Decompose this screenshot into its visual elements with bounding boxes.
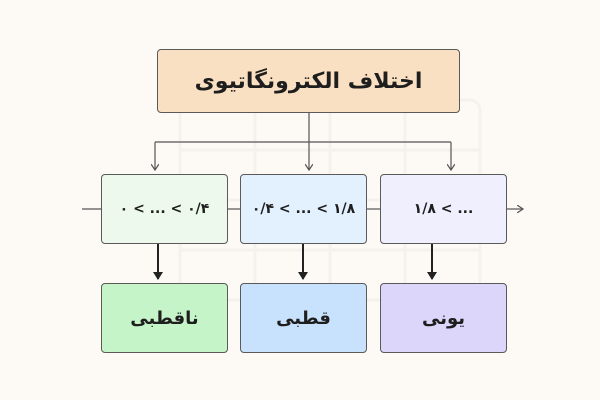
category-label-polar: قطبی [276,307,331,329]
category-label-nonpolar: ناقطبی [130,307,199,329]
range-text-ionic: ۱/۸ < ... [413,201,474,217]
range-text-polar: ۰/۴ < ... < ۱/۸ [251,201,356,217]
category-box-nonpolar: ناقطبی [101,283,228,353]
range-text-nonpolar: ۰ < ... < ۰/۴ [119,201,210,217]
range-box-ionic: ۱/۸ < ... [380,174,507,244]
title-text: اختلاف الکترونگاتیوی [194,68,423,94]
category-box-ionic: یونی [380,283,507,353]
category-label-ionic: یونی [422,307,466,329]
range-box-nonpolar: ۰ < ... < ۰/۴ [101,174,228,244]
range-box-polar: ۰/۴ < ... < ۱/۸ [240,174,367,244]
category-box-polar: قطبی [240,283,367,353]
title-box: اختلاف الکترونگاتیوی [157,49,460,113]
